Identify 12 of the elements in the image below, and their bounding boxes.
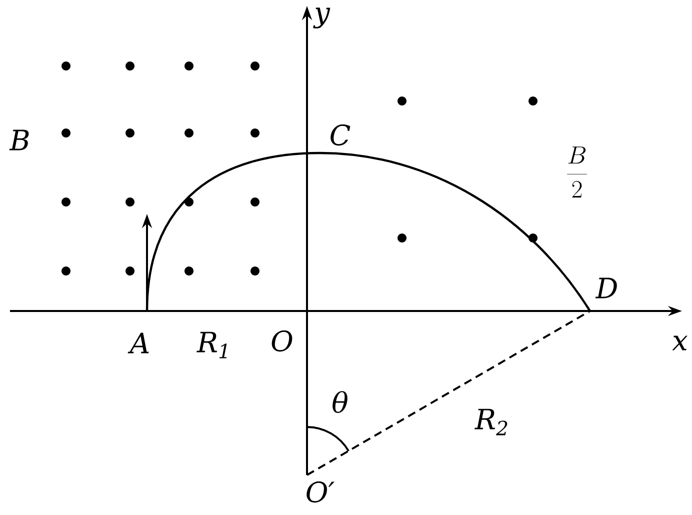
- angle-label: θ: [332, 391, 348, 413]
- radius-label: R$_{2}$: [474, 408, 508, 436]
- point-label: O′: [306, 481, 334, 503]
- point-label: D: [595, 278, 617, 298]
- radius-label: R$_{1}$: [196, 332, 227, 358]
- field-label: B: [9, 130, 29, 150]
- axis-label: x: [672, 336, 688, 350]
- field-label: $\frac{B}{2}$: [567, 146, 587, 198]
- point-label: C: [330, 124, 350, 146]
- point-label: A: [128, 332, 149, 354]
- axis-label: y: [313, 8, 330, 28]
- point-label: O: [272, 330, 292, 352]
